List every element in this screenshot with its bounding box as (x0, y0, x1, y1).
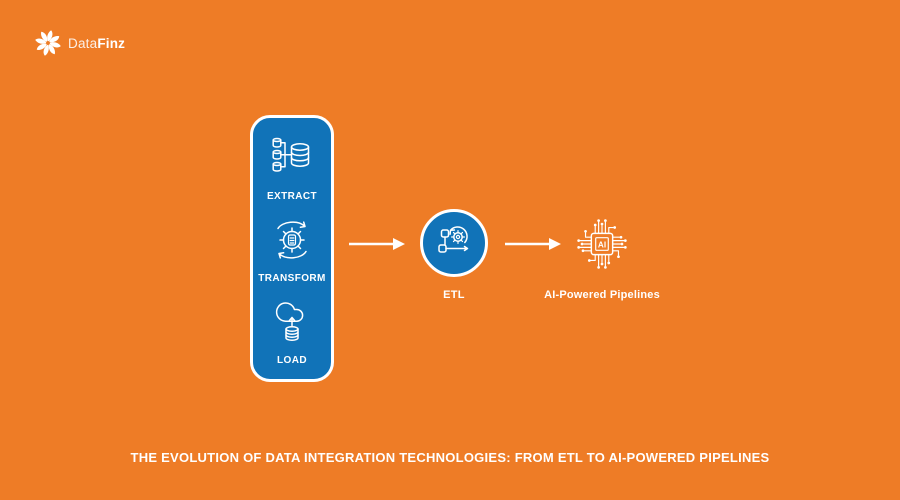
stage-load: LOAD (268, 297, 316, 366)
pinwheel-icon (34, 29, 62, 57)
ai-node-label: AI-Powered Pipelines (544, 289, 660, 301)
database-sources-icon (267, 133, 317, 186)
stage-label-extract: EXTRACT (266, 191, 318, 202)
stage-transform: TRANSFORM (258, 215, 325, 284)
process-workflow-icon (434, 221, 474, 266)
stage-label-transform: TRANSFORM (258, 273, 326, 284)
arrow-right-icon (504, 236, 562, 252)
logo-text: DataFinz (68, 36, 125, 51)
stage-extract: EXTRACT (267, 133, 317, 202)
ai-chip-text: AI (598, 240, 606, 249)
stage-label-load: LOAD (277, 355, 307, 366)
etl-stages-card: EXTRACT TRANSFORM LOAD (250, 115, 334, 382)
page-title: THE EVOLUTION OF DATA INTEGRATION TECHNO… (130, 450, 770, 465)
logo-text-light: Data (68, 35, 98, 51)
arrow-right-icon (348, 236, 406, 252)
gear-sync-icon (268, 215, 316, 268)
logo-text-bold: Finz (97, 35, 126, 51)
etl-node-label: ETL (443, 289, 465, 301)
cloud-upload-database-icon (268, 297, 316, 350)
logo: DataFinz (34, 29, 125, 57)
etl-node (420, 209, 488, 277)
ai-chip-icon: AI (571, 213, 633, 280)
